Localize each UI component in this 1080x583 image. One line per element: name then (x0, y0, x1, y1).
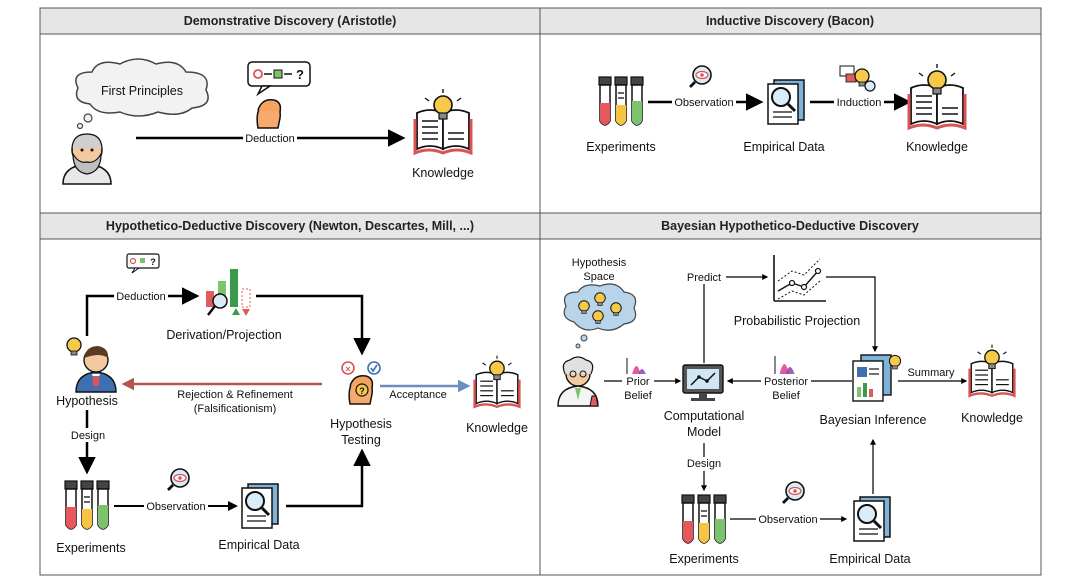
philosopher-icon (62, 133, 112, 185)
knowledge-book-icon (968, 343, 1016, 397)
panel-demonstrative-title: Demonstrative Discovery (Aristotle) (184, 14, 397, 28)
hypothesis-testing-icon: ? × (341, 361, 381, 405)
panel-bayesian-title: Bayesian Hypothetico-Deductive Discovery (661, 219, 919, 233)
panel-hypothetico-title: Hypothetico-Deductive Discovery (Newton,… (106, 219, 474, 233)
empirical-data-label: Empirical Data (829, 552, 910, 566)
to-testing-from-data-path (286, 448, 371, 508)
knowledge-label: Knowledge (961, 411, 1023, 425)
panel-inductive-title: Inductive Discovery (Bacon) (706, 14, 874, 28)
empirical-data-icon (852, 495, 892, 543)
derivation-label: Derivation/Projection (166, 328, 281, 342)
svg-text:?: ? (296, 67, 304, 82)
experiments-tubes-icon (598, 76, 644, 126)
hypothesis-label: Hypothesis (56, 394, 118, 408)
experiments-label: Experiments (586, 140, 655, 154)
speech-bubble-icon: ? (247, 61, 311, 97)
hypothesis-space-label-line1: Hypothesis (572, 257, 627, 269)
observation-label: Observation (146, 501, 205, 513)
inference-label: Bayesian Inference (819, 413, 926, 427)
falsification-label: (Falsificationism) (194, 403, 277, 415)
bayesian-scientist-icon (557, 356, 599, 407)
model-label-line1: Computational (664, 409, 745, 423)
knowledge-label: Knowledge (412, 166, 474, 180)
posterior-label-line2: Belief (772, 390, 800, 402)
experiments-label: Experiments (56, 541, 125, 555)
deduction-bubble-icon: ? (126, 253, 160, 274)
svg-text:×: × (345, 364, 350, 374)
knowledge-book-icon (907, 62, 967, 130)
hypothesis-space-cloud-icon (563, 283, 637, 349)
experiments-tubes-icon (681, 494, 727, 544)
design-label: Design (687, 458, 721, 470)
svg-text:?: ? (359, 386, 365, 396)
empirical-data-icon (240, 482, 280, 530)
predict-label: Predict (687, 272, 721, 284)
design-label: Design (71, 430, 105, 442)
prior-label-line1: Prior (626, 376, 650, 388)
observation-eye-icon (166, 467, 191, 492)
empirical-data-label: Empirical Data (743, 140, 824, 154)
empirical-data-label: Empirical Data (218, 538, 299, 552)
induction-label: Induction (837, 97, 882, 109)
to-testing-path (256, 294, 371, 356)
knowledge-book-icon (413, 87, 473, 155)
projection-label: Probabilistic Projection (734, 314, 860, 328)
projection-to-inference-path (826, 276, 878, 353)
panel-demonstrative-header (39, 7, 541, 35)
testing-label-line2: Testing (341, 433, 381, 447)
acceptance-label: Acceptance (389, 389, 446, 401)
knowledge-book-icon (473, 354, 521, 408)
posterior-label-line1: Posterior (764, 376, 808, 388)
testing-label-line1: Hypothesis (330, 417, 392, 431)
knowledge-label: Knowledge (466, 421, 528, 435)
observation-eye-icon (688, 64, 713, 89)
scientist-icon (75, 346, 117, 393)
idea-bulb-icon (66, 337, 82, 356)
posterior-distribution-icon (774, 355, 798, 377)
computational-model-icon (682, 364, 724, 401)
bayesian-inference-icon (852, 354, 902, 402)
hypothesis-space-label-line2: Space (583, 271, 614, 283)
observation-label: Observation (758, 514, 817, 526)
deduction-label: Deduction (116, 291, 166, 303)
rejection-label: Rejection & Refinement (177, 389, 293, 401)
empirical-data-icon (766, 78, 806, 126)
panel-inductive-header (539, 7, 1042, 35)
panel-bayesian-body (539, 238, 1042, 576)
probabilistic-projection-icon (773, 255, 826, 302)
prior-label-line2: Belief (624, 390, 652, 402)
summary-label: Summary (907, 367, 955, 379)
svg-text:?: ? (150, 257, 156, 267)
experiments-tubes-icon (64, 480, 110, 530)
model-label-line2: Model (687, 425, 721, 439)
panel-bayesian-header (539, 212, 1042, 240)
thought-cloud (75, 58, 209, 130)
observation-label: Observation (674, 97, 733, 109)
derivation-chart-icon (206, 269, 251, 316)
knowledge-label: Knowledge (906, 140, 968, 154)
observation-eye-icon (781, 480, 806, 505)
thinker-head-icon (256, 98, 282, 129)
experiments-label: Experiments (669, 552, 738, 566)
deduction-label: Deduction (245, 133, 295, 145)
induction-bulb-icon (839, 65, 876, 92)
panel-hypothetico-header (39, 212, 541, 240)
cloud-label: First Principles (101, 84, 183, 98)
